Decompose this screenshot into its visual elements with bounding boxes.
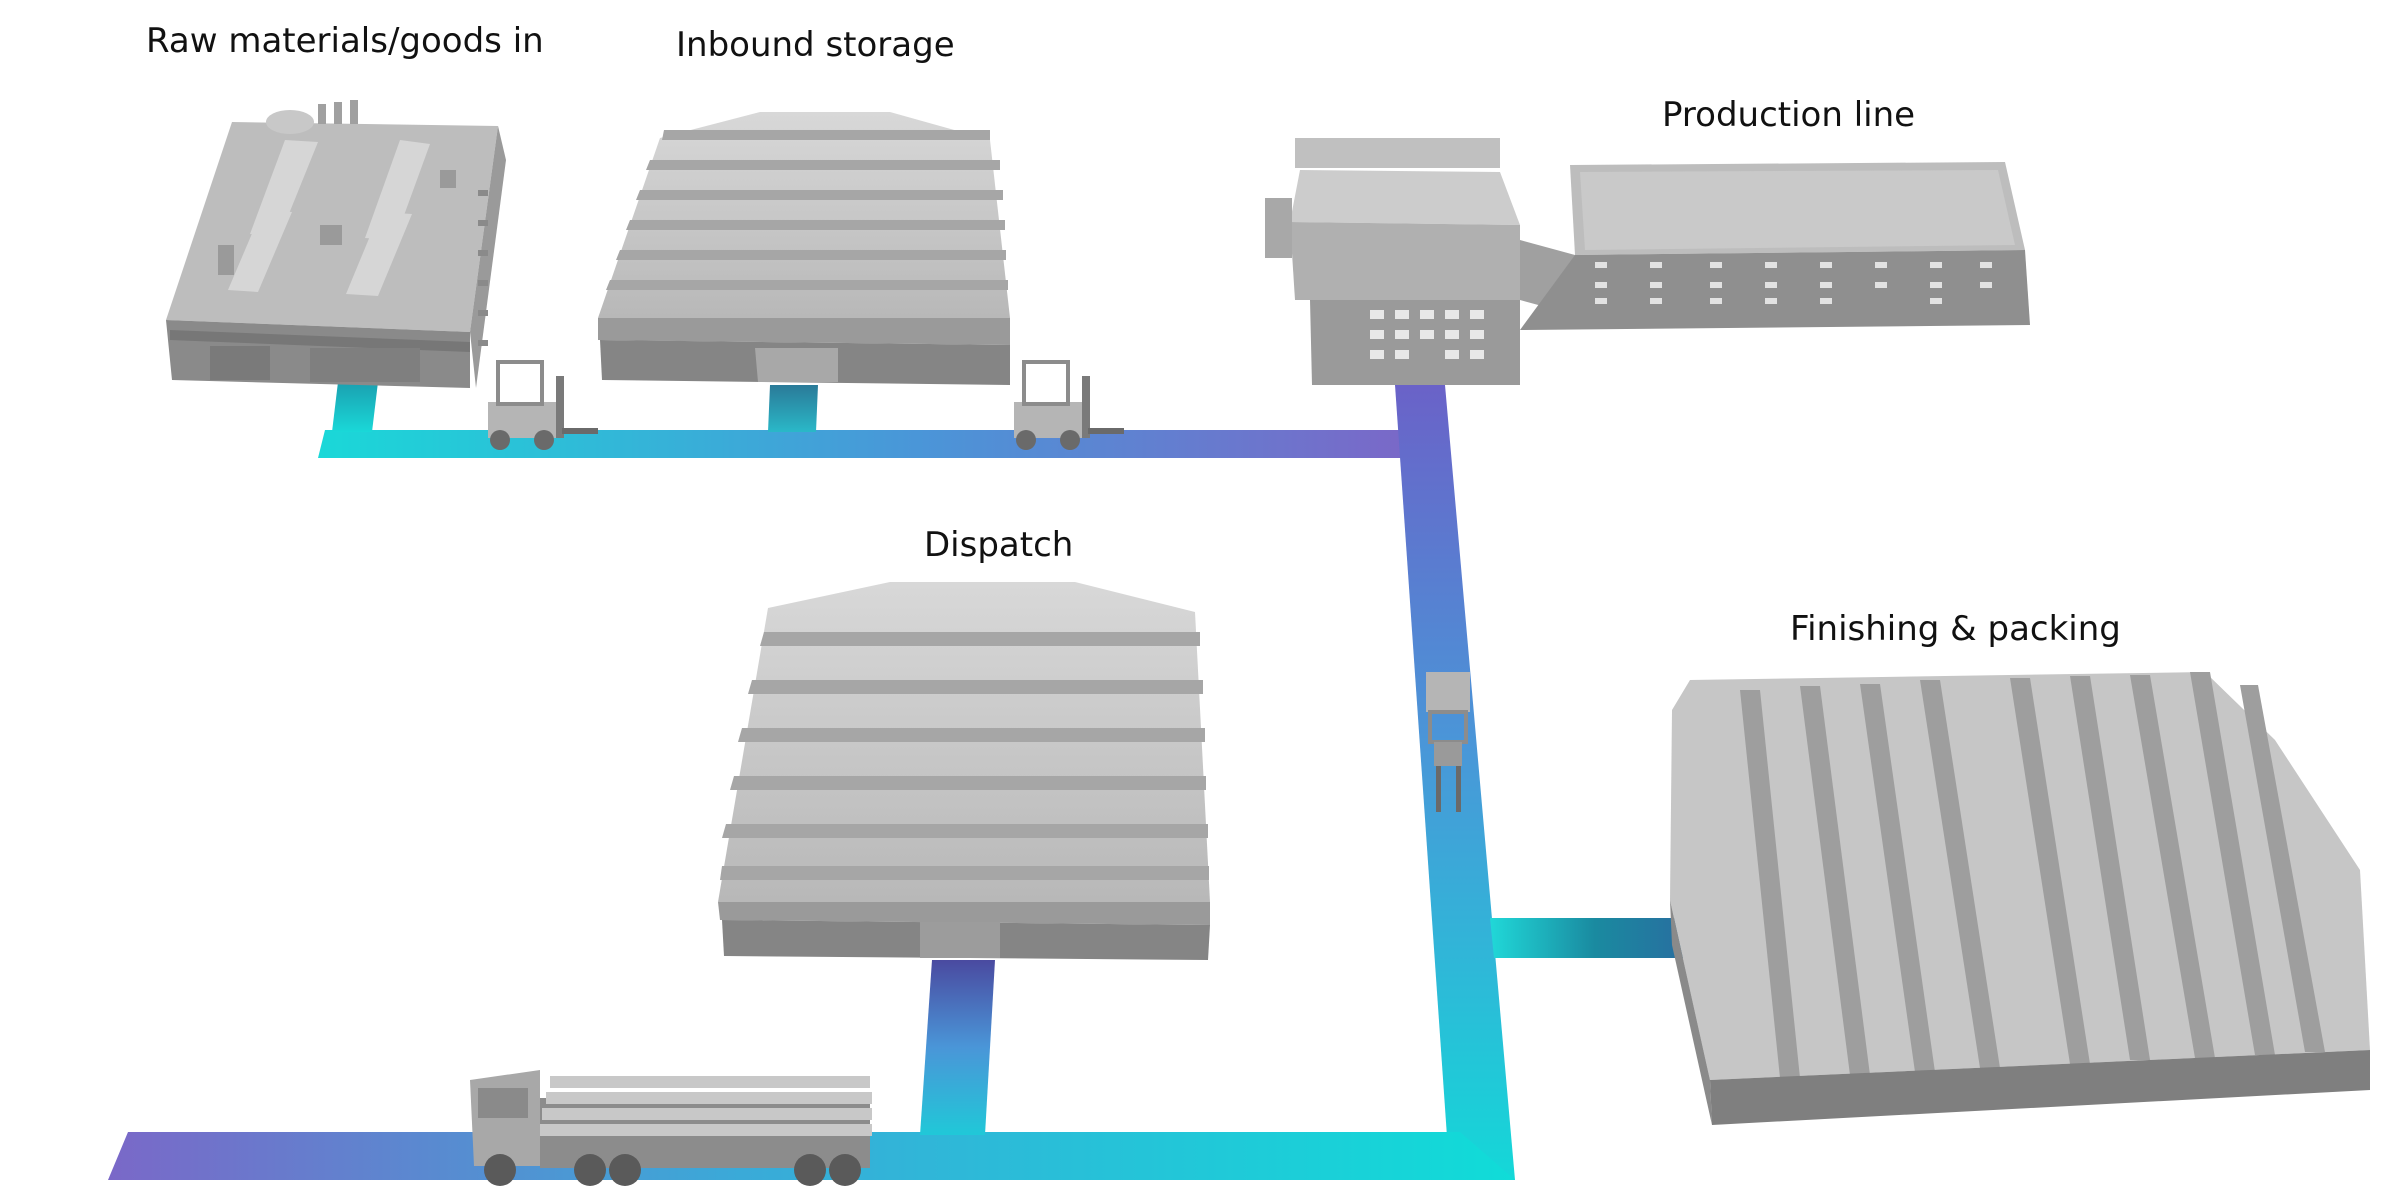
path-dispatch-connector	[920, 960, 995, 1135]
label-production-line: Production line	[1662, 95, 1916, 135]
forklift-icon	[1426, 672, 1470, 812]
inbound-storage-warehouse	[598, 112, 1010, 385]
label-dispatch: Dispatch	[924, 525, 1074, 565]
path-finishing-connector	[1490, 918, 1700, 958]
path-raw-connector	[332, 382, 378, 432]
label-raw-materials: Raw materials/goods in	[146, 21, 544, 61]
truck-icon	[470, 1070, 872, 1186]
raw-materials-building	[166, 100, 506, 388]
forklift-icon	[488, 360, 598, 450]
forklift-icon	[1014, 360, 1124, 450]
path-production-vertical	[1395, 385, 1515, 1180]
dispatch-warehouse	[718, 582, 1210, 960]
path-inbound-connector	[768, 385, 818, 432]
production-line-factory	[1265, 138, 2030, 385]
finishing-packing-building	[1670, 672, 2370, 1125]
label-finishing-packing: Finishing & packing	[1790, 609, 2121, 649]
path-top-route	[318, 430, 1405, 458]
label-inbound-storage: Inbound storage	[676, 25, 955, 65]
